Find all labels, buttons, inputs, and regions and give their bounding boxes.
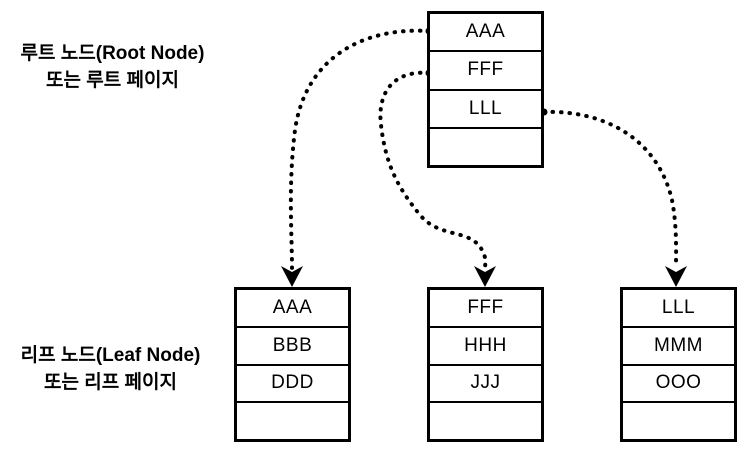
root-node-label-line2: 또는 루트 페이지 (46, 70, 179, 91)
leaf-node-label: 리프 노드(Leaf Node) 또는 리프 페이지 (8, 342, 213, 396)
leaf-node-2-cell-3[interactable] (430, 403, 541, 439)
root-node-cell-2[interactable]: LLL (430, 90, 541, 129)
edge-lll-arrowhead (665, 266, 687, 287)
leaf-node-1[interactable]: AAA BBB DDD (234, 287, 351, 442)
leaf-node-1-cell-2[interactable]: DDD (237, 365, 348, 404)
edge-aaa (281, 27, 433, 287)
leaf-node-2-cell-1[interactable]: HHH (430, 327, 541, 366)
edge-lll-path (542, 109, 679, 270)
edge-aaa-arrowhead (281, 266, 303, 287)
leaf-node-3-cell-2[interactable]: OOO (623, 365, 734, 404)
root-node-cell-1[interactable]: FFF (430, 52, 541, 91)
leaf-node-label-line1: 리프 노드(Leaf Node) (20, 345, 201, 366)
leaf-node-2-cell-2[interactable]: JJJ (430, 365, 541, 404)
leaf-node-1-cell-1[interactable]: BBB (237, 327, 348, 366)
leaf-node-1-cell-3[interactable] (237, 403, 348, 439)
leaf-node-3-cell-3[interactable] (623, 403, 734, 439)
leaf-node-2-cell-0[interactable]: FFF (430, 290, 541, 328)
root-node-label: 루트 노드(Root Node) 또는 루트 페이지 (10, 40, 215, 94)
edge-aaa-path (288, 28, 431, 270)
leaf-node-3[interactable]: LLL MMM OOO (620, 287, 737, 442)
leaf-node-label-line2: 또는 리프 페이지 (44, 372, 177, 393)
edge-fff-arrowhead (474, 266, 496, 287)
root-node[interactable]: AAA FFF LLL (427, 11, 544, 168)
leaf-node-2[interactable]: FFF HHH JJJ (427, 287, 544, 442)
leaf-node-3-cell-0[interactable]: LLL (623, 290, 734, 328)
root-node-label-line1: 루트 노드(Root Node) (20, 43, 205, 64)
root-node-cell-3[interactable] (430, 128, 541, 165)
root-node-cell-0[interactable]: AAA (430, 14, 541, 53)
leaf-node-1-cell-0[interactable]: AAA (237, 290, 348, 328)
edge-lll (540, 108, 687, 287)
leaf-node-3-cell-1[interactable]: MMM (623, 327, 734, 366)
